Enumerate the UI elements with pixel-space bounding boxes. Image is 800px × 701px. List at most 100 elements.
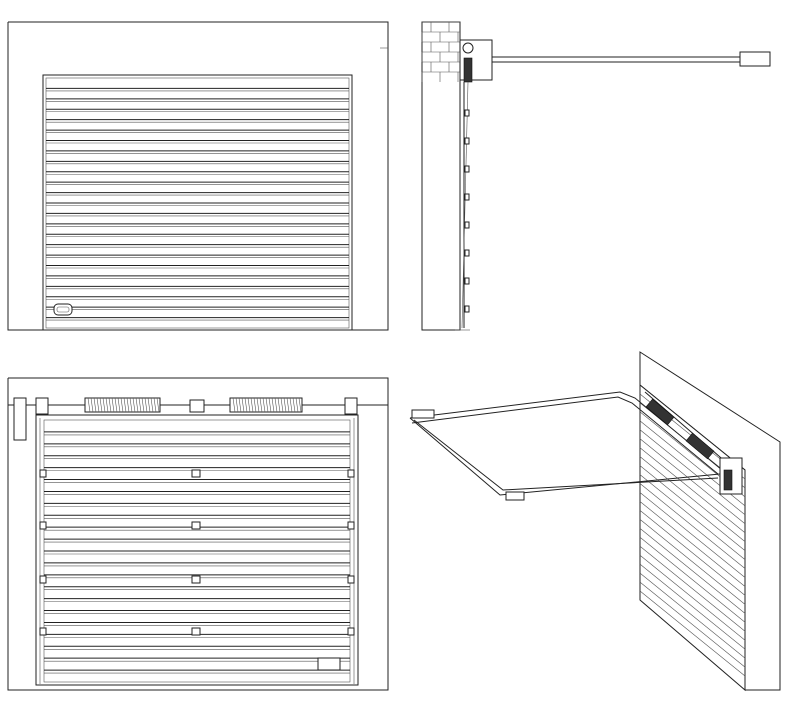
side-hinge (39, 469, 47, 478)
hinge (464, 165, 470, 173)
spring-coil (292, 397, 296, 413)
track-end-bracket (411, 409, 435, 419)
spring-coil (123, 397, 127, 413)
spring-coil (235, 397, 239, 413)
handle-grip (56, 306, 70, 313)
spring-coil (244, 397, 248, 413)
spring-coil (141, 397, 145, 413)
slat-line (639, 581, 746, 668)
spring-coil (108, 397, 112, 413)
spring-coils (87, 397, 302, 413)
spring-coil (132, 397, 136, 413)
spring-coil (87, 397, 91, 413)
spring-coil (247, 397, 251, 413)
spring-coil (153, 397, 157, 413)
spring-coil (274, 397, 278, 413)
spring-coil (289, 397, 293, 413)
spring-coil (117, 397, 121, 413)
track-end-stop (739, 51, 771, 67)
spring-coil (256, 397, 260, 413)
vertical-track (461, 81, 469, 329)
slat-line (639, 563, 746, 650)
spring-coil (114, 397, 118, 413)
upper-track-inner (411, 396, 719, 475)
side-hinge (347, 469, 355, 478)
spring-coil (238, 397, 242, 413)
operator-box (13, 397, 27, 441)
side-hinge (347, 627, 355, 636)
slat-line (639, 501, 746, 587)
wall-section (421, 21, 461, 331)
wall-outline (7, 21, 389, 331)
slat-line (639, 528, 746, 614)
spring-shaft (644, 391, 736, 471)
center-hinge (191, 469, 201, 478)
door-slats (46, 87, 349, 321)
side-hinge (39, 575, 47, 584)
door-frame (35, 414, 359, 686)
spring-coil (268, 397, 272, 413)
motor-unit (463, 57, 473, 83)
spring-coil (283, 397, 287, 413)
spring-coil (277, 397, 281, 413)
spring-coil (144, 397, 148, 413)
slat-line (639, 438, 746, 524)
hinge (464, 221, 470, 229)
spring-coil (286, 397, 290, 413)
lock-handle[interactable] (317, 657, 341, 671)
lower-track-inner (413, 419, 719, 491)
spring-coil (93, 397, 97, 413)
spring-coil (262, 397, 266, 413)
spring-coil (232, 397, 236, 413)
center-hinge (191, 575, 201, 584)
hinge (464, 193, 470, 201)
slat-line (639, 483, 746, 569)
slat-line (639, 456, 746, 542)
center-hinges (39, 469, 355, 636)
spring-coil (120, 397, 124, 413)
drum-left (35, 397, 49, 415)
side-hinge (39, 627, 47, 636)
spring-coil (135, 397, 139, 413)
side-hinge (347, 521, 355, 530)
spring-coil (298, 397, 302, 413)
spring-coil (99, 397, 103, 413)
wall-outline (7, 377, 389, 691)
brick-pattern (421, 21, 460, 82)
slat-line (639, 492, 746, 578)
spring-coil (129, 397, 133, 413)
side-section-view (421, 21, 771, 331)
spring-coil (102, 397, 106, 413)
slat-line (639, 546, 746, 632)
spring-coil (295, 397, 299, 413)
spring-coil (126, 397, 130, 413)
spring-coil (271, 397, 275, 413)
slat-line (639, 510, 746, 596)
spring-coil (147, 397, 151, 413)
spring-coil (105, 397, 109, 413)
spring-coil (150, 397, 154, 413)
lower-track (409, 417, 721, 496)
side-hinge (347, 575, 355, 584)
hinge (464, 305, 470, 313)
spring-coil (265, 397, 269, 413)
spring-coil (250, 397, 254, 413)
center-hinge (191, 521, 201, 530)
slat-line (639, 474, 746, 560)
hinge (464, 249, 470, 257)
slat-line (639, 572, 746, 659)
spring-coil (90, 397, 94, 413)
side-hinge (39, 521, 47, 530)
door-slats (39, 418, 355, 684)
slat-line (639, 590, 746, 677)
front-exterior-view (7, 21, 389, 331)
spring-coil (156, 397, 160, 413)
cable-drum (462, 42, 474, 54)
center-hinge (191, 627, 201, 636)
door-slats (639, 393, 746, 677)
spring-coil (280, 397, 284, 413)
hinges (464, 109, 470, 313)
interior-view (7, 377, 389, 691)
door-frame (42, 74, 353, 331)
